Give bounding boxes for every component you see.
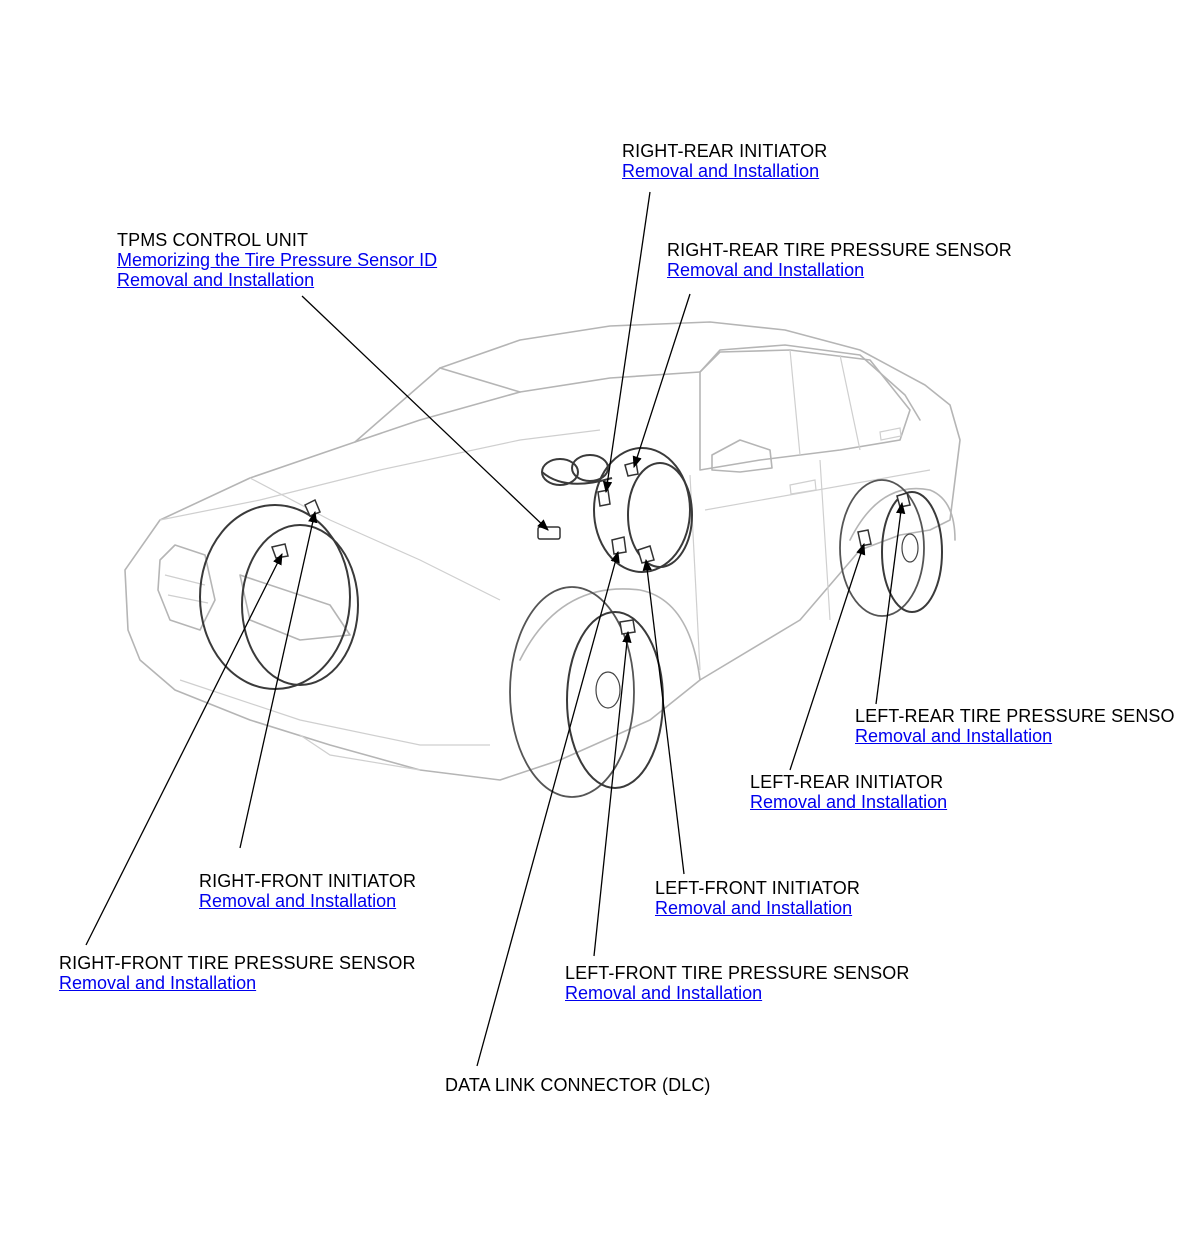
callout-title: RIGHT-REAR INITIATOR bbox=[622, 141, 828, 161]
instrument-cluster bbox=[541, 454, 613, 486]
removal-installation-link[interactable]: Removal and Installation bbox=[199, 891, 397, 911]
callout-data-link-connector: DATA LINK CONNECTOR (DLC) bbox=[445, 1075, 711, 1095]
callout-right-front-initiator: RIGHT-FRONT INITIATOR Removal and Instal… bbox=[199, 871, 416, 911]
leader-right-rear-tire-pressure-sensor bbox=[632, 293, 691, 469]
leader-left-rear-tire-pressure-sensor bbox=[875, 501, 906, 705]
callout-left-rear-initiator: LEFT-REAR INITIATOR Removal and Installa… bbox=[750, 772, 947, 812]
left-front-wheel bbox=[509, 586, 664, 798]
left-front-initiator-part bbox=[637, 545, 655, 564]
callout-left-front-initiator: LEFT-FRONT INITIATOR Removal and Install… bbox=[655, 878, 860, 918]
callout-right-rear-initiator: RIGHT-REAR INITIATOR Removal and Install… bbox=[622, 141, 827, 181]
right-rear-sensor-part bbox=[624, 461, 639, 477]
callout-right-front-tire-pressure-sensor: RIGHT-FRONT TIRE PRESSURE SENSOR Removal… bbox=[59, 953, 416, 993]
left-rear-initiator-part bbox=[857, 529, 872, 547]
right-front-sensor-part bbox=[271, 543, 289, 559]
callout-title: LEFT-REAR TIRE PRESSURE SENSO bbox=[855, 706, 1175, 726]
leader-right-front-tire-pressure-sensor bbox=[85, 552, 283, 946]
callout-title: LEFT-REAR INITIATOR bbox=[750, 772, 944, 792]
leader-right-front-initiator bbox=[239, 510, 318, 849]
left-rear-sensor-part bbox=[896, 492, 911, 508]
callout-left-front-tire-pressure-sensor: LEFT-FRONT TIRE PRESSURE SENSOR Removal … bbox=[565, 963, 910, 1003]
right-rear-wheel-highlight bbox=[593, 447, 693, 573]
left-front-sensor-part bbox=[619, 619, 636, 635]
leader-lines bbox=[85, 191, 906, 1067]
data-link-connector-part bbox=[611, 536, 627, 555]
callout-title: RIGHT-REAR TIRE PRESSURE SENSOR bbox=[667, 240, 1012, 260]
removal-installation-link[interactable]: Removal and Installation bbox=[855, 726, 1053, 746]
leader-left-rear-initiator bbox=[789, 542, 866, 771]
callout-title: RIGHT-FRONT INITIATOR bbox=[199, 871, 417, 891]
leader-left-front-initiator bbox=[642, 558, 685, 875]
leader-left-front-tire-pressure-sensor bbox=[593, 630, 632, 957]
callout-title: RIGHT-FRONT TIRE PRESSURE SENSOR bbox=[59, 953, 416, 973]
removal-installation-link[interactable]: Removal and Installation bbox=[117, 270, 315, 290]
removal-installation-link[interactable]: Removal and Installation bbox=[750, 792, 948, 812]
leader-tpms-control-unit bbox=[301, 295, 549, 531]
right-rear-initiator-part bbox=[597, 489, 611, 507]
callout-title: LEFT-FRONT TIRE PRESSURE SENSOR bbox=[565, 963, 910, 983]
car-illustration bbox=[124, 321, 961, 781]
leader-data-link-connector bbox=[476, 550, 620, 1067]
right-front-wheel-highlight bbox=[199, 504, 359, 690]
removal-installation-link[interactable]: Removal and Installation bbox=[622, 161, 820, 181]
callout-title: TPMS CONTROL UNIT bbox=[117, 230, 309, 250]
leader-right-rear-initiator bbox=[602, 191, 651, 494]
callout-tpms-control-unit: TPMS CONTROL UNIT Memorizing the Tire Pr… bbox=[117, 230, 437, 290]
callout-title: LEFT-FRONT INITIATOR bbox=[655, 878, 861, 898]
removal-installation-link[interactable]: Removal and Installation bbox=[655, 898, 853, 918]
removal-installation-link[interactable]: Removal and Installation bbox=[59, 973, 257, 993]
callout-title: DATA LINK CONNECTOR (DLC) bbox=[445, 1075, 711, 1095]
memorizing-sensor-id-link[interactable]: Memorizing the Tire Pressure Sensor ID bbox=[117, 250, 438, 270]
callout-right-rear-tire-pressure-sensor: RIGHT-REAR TIRE PRESSURE SENSOR Removal … bbox=[667, 240, 1012, 280]
tpms-control-unit-part bbox=[537, 526, 561, 540]
removal-installation-link[interactable]: Removal and Installation bbox=[667, 260, 865, 280]
removal-installation-link[interactable]: Removal and Installation bbox=[565, 983, 763, 1003]
callout-left-rear-tire-pressure-sensor: LEFT-REAR TIRE PRESSURE SENSO Removal an… bbox=[855, 706, 1175, 746]
left-rear-wheel bbox=[839, 479, 943, 617]
